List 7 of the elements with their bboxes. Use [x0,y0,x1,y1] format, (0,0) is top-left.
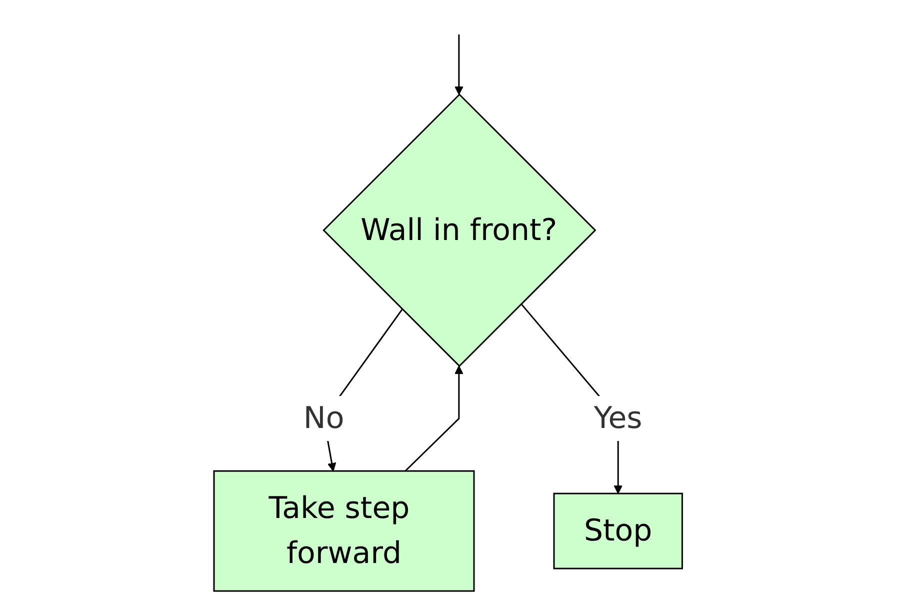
edge-label: Yes [594,402,643,436]
node-box: Take step forward [214,470,476,592]
edge-label: No [304,402,345,436]
node-box: Stop [554,493,684,570]
arrow [405,366,464,472]
arrow [454,34,464,96]
node-diamond: Wall in front? [323,94,597,368]
